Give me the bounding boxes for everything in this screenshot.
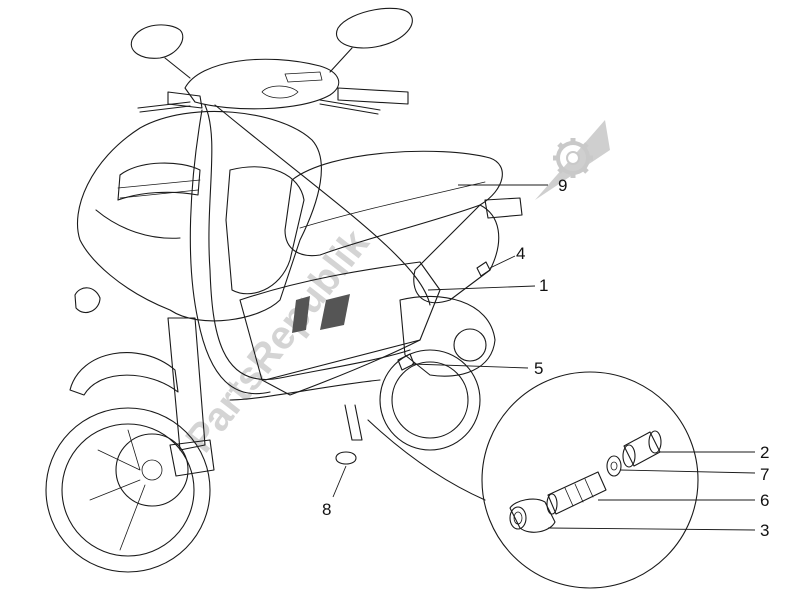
rear-body — [413, 204, 500, 304]
front-shield — [76, 110, 322, 322]
callouts: 9 4 1 5 2 7 6 3 8 — [322, 176, 769, 540]
leader-3 — [547, 527, 756, 531]
leader-7 — [619, 469, 756, 474]
handlebar-cover — [184, 58, 340, 110]
right-brake-lever — [319, 99, 381, 111]
scooter-drawing — [45, 7, 523, 573]
callout-5: 5 — [534, 359, 543, 378]
engine-case — [399, 295, 496, 377]
left-grip — [167, 91, 203, 109]
leader-4 — [489, 255, 516, 269]
leader-5 — [411, 363, 529, 369]
watermark-text: PartsRepublik — [177, 221, 378, 461]
cable-clip — [476, 261, 491, 277]
leader-1 — [427, 285, 536, 291]
callout-8: 8 — [322, 500, 331, 519]
right-mirror — [335, 7, 413, 49]
callout-6: 6 — [760, 491, 769, 510]
gear-icon — [535, 120, 610, 200]
rear-tire — [379, 349, 481, 451]
detail-inset — [481, 371, 699, 589]
callout-1: 1 — [539, 276, 548, 295]
front-tire — [45, 407, 211, 573]
part-6-barrel — [546, 471, 607, 515]
leader-lines — [332, 184, 756, 531]
cable-tie — [335, 451, 357, 465]
left-mirror — [130, 24, 184, 59]
headlight — [74, 287, 101, 313]
callout-3: 3 — [760, 521, 769, 540]
detail-circle — [481, 371, 699, 589]
part-2-grommet — [622, 430, 662, 468]
front-fender — [69, 352, 179, 396]
part-7-washer — [606, 455, 622, 477]
left-brake-lever — [137, 101, 191, 109]
callout-2: 2 — [760, 443, 769, 462]
brake-disc — [115, 433, 189, 507]
cable-connector — [397, 353, 415, 371]
right-grip — [337, 87, 409, 105]
throttle-cable — [204, 104, 411, 381]
callout-7: 7 — [760, 465, 769, 484]
leader-8 — [332, 465, 347, 498]
callout-9: 9 — [558, 176, 567, 195]
callout-4: 4 — [516, 244, 525, 263]
stand — [344, 404, 363, 441]
part-3-adjuster-nut — [509, 498, 556, 533]
